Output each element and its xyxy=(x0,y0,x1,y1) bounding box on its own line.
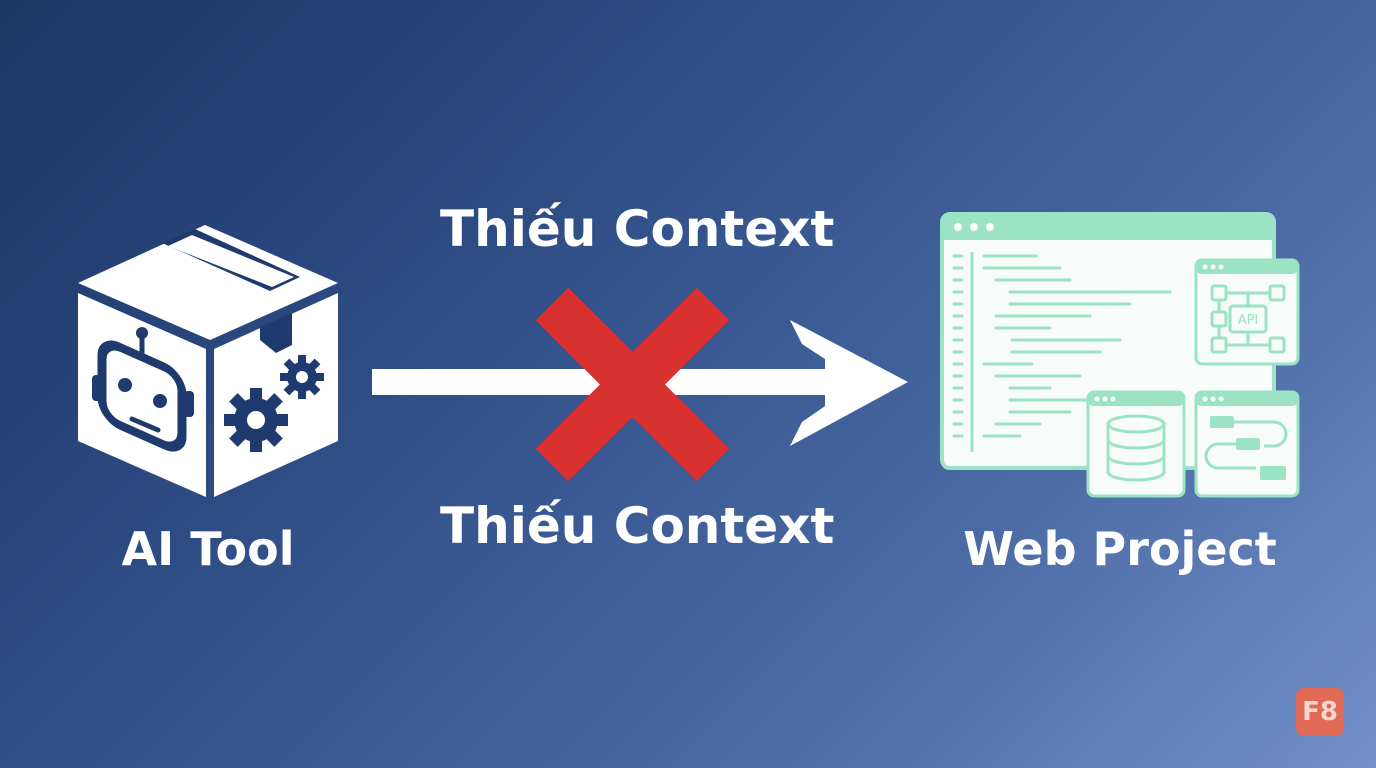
blocked-cross-icon xyxy=(535,287,730,482)
web-project-label: Web Project xyxy=(963,522,1277,576)
ai-tool-box-icon xyxy=(78,225,338,497)
missing-context-label-top: Thiếu Context xyxy=(440,200,835,258)
f8-logo: F8 xyxy=(1296,688,1344,736)
missing-context-label-bottom: Thiếu Context xyxy=(440,497,835,555)
flow-window-icon xyxy=(1194,390,1300,498)
web-project-icon: API xyxy=(940,212,1300,498)
ai-tool-label: AI Tool xyxy=(121,522,295,576)
code-window-icon xyxy=(940,212,1276,470)
api-text: API xyxy=(1238,313,1259,328)
robot-face-icon xyxy=(92,327,194,452)
api-window-icon: API xyxy=(1194,258,1300,366)
database-window-icon xyxy=(1086,390,1186,498)
gears-icon xyxy=(224,355,324,452)
